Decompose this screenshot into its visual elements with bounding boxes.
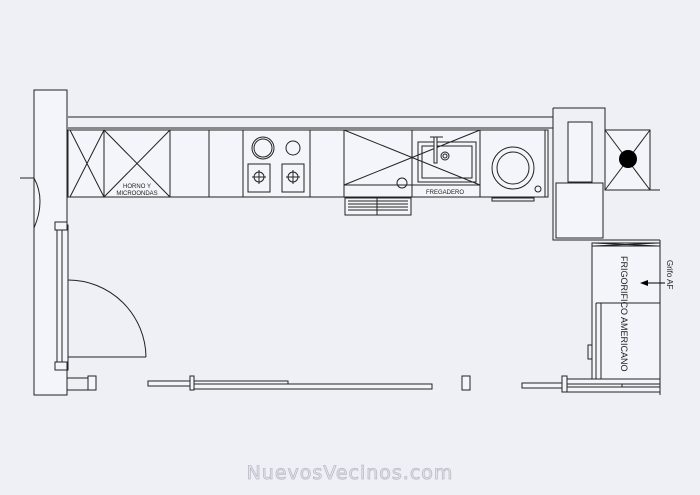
kitchen-counter [67, 129, 549, 198]
tap-label: Grifo AF [665, 260, 674, 289]
washing-machine [491, 130, 546, 202]
entry-door [67, 279, 147, 358]
watermark: NuevosVecinos.com [247, 462, 454, 484]
american-fridge: FRIGORIFICO AMERICANO Grifo AF [587, 242, 674, 384]
right-column [552, 107, 661, 395]
oven-label-line2: MICROONDAS [116, 191, 157, 197]
left-wall [20, 89, 69, 396]
sink: FREGADERO [344, 136, 477, 216]
top-wall [68, 116, 553, 129]
oven-microwave: HORNO Y MICROONDAS [116, 184, 157, 197]
arrow-icon [640, 280, 648, 286]
bottom-wall-sliding-doors [67, 375, 661, 393]
fridge-label: FRIGORIFICO AMERICANO [619, 256, 629, 372]
column-marker [619, 150, 637, 168]
oven-label-line1: HORNO Y [123, 184, 151, 190]
cooktop [247, 136, 305, 193]
sink-label: FREGADERO [426, 190, 464, 196]
